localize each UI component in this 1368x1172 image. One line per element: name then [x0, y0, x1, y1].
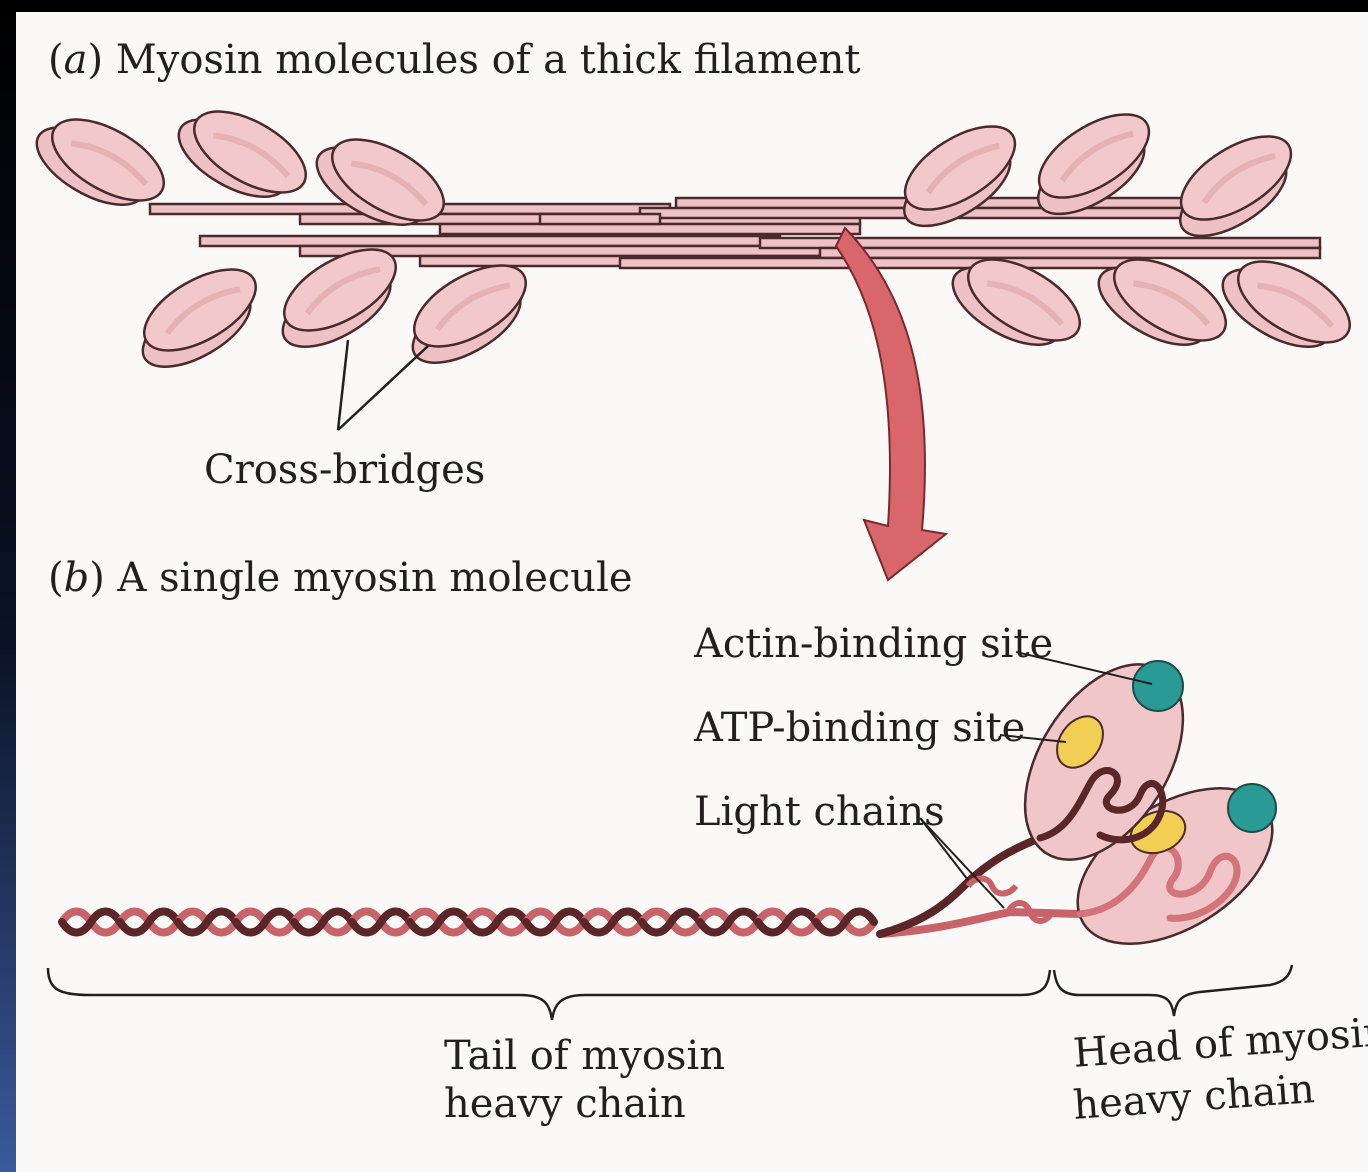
cross-bridges-label: Cross-bridges: [204, 450, 485, 490]
panel-b-title: (b) A single myosin molecule: [48, 558, 633, 598]
light-chains-label: Light chains: [694, 792, 945, 832]
cross-bridge: [883, 110, 1035, 242]
tail-label-line2: heavy chain: [444, 1084, 686, 1124]
panel-b-title-text: A single myosin molecule: [118, 555, 633, 601]
actin-binding-site-label: Actin-binding site: [694, 624, 1053, 664]
cross-bridge: [305, 118, 457, 247]
panel-a-title-text: Myosin molecules of a thick filament: [116, 37, 861, 83]
actin-binding-site-icon: [1228, 784, 1276, 832]
panel-b-letter: b: [64, 555, 90, 601]
panel-a-letter: a: [64, 37, 88, 83]
enlarge-arrow: [836, 228, 946, 580]
atp-binding-site-label: ATP-binding site: [694, 708, 1025, 748]
tail-brace: [48, 968, 1050, 1020]
cross-bridge: [167, 90, 319, 219]
actin-binding-site-icon: [1133, 661, 1183, 711]
tail-label-line1: Tail of myosin: [444, 1036, 725, 1076]
cross-bridge: [1159, 120, 1311, 252]
cross-bridge: [1211, 240, 1363, 369]
head-brace: [1054, 965, 1292, 1016]
thick-filament: [25, 90, 1363, 382]
panel-a-title: (a) Myosin molecules of a thick filament: [48, 40, 860, 80]
heavy-chain-tail: [62, 912, 874, 933]
cross-bridge: [123, 253, 275, 382]
